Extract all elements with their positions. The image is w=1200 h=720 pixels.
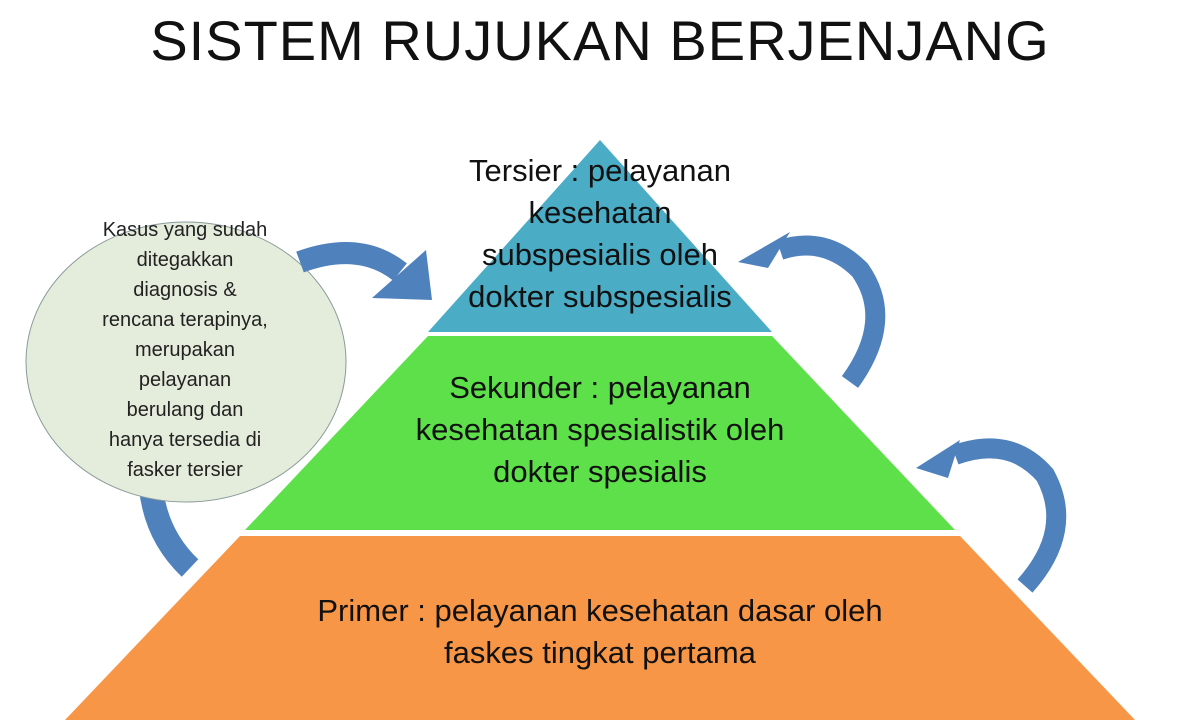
tier-primer [65,536,1135,720]
note-ellipse [25,221,347,503]
arrow-sekunder-to-tersier [738,232,886,388]
text-line: Sekunder : pelayanan [449,370,751,405]
text-line: dokter spesialis [493,454,707,489]
text-line: Tersier : pelayanan [469,153,731,188]
text-line: kesehatan [528,195,672,230]
primer-label: Primer : pelayanan kesehatan dasar oleh … [240,590,960,674]
text-line: rencana terapinya, [102,309,268,331]
page-title: SISTEM RUJUKAN BERJENJANG [150,9,1050,72]
text-line: fasker tersier [127,459,243,481]
text-line: diagnosis & [133,279,237,301]
tier-sekunder [245,336,955,530]
note-text: Kasus yang sudah ditegakkan diagnosis & … [60,215,310,485]
arrow-primer-to-sekunder [916,438,1067,593]
text-line: pelayanan [138,369,232,391]
text-line: berulang dan [126,399,244,421]
tersier-label: Tersier : pelayanan kesehatan subspesial… [420,150,780,318]
text-line: Kasus yang sudah [102,219,268,241]
text-line: faskes tingkat pertama [444,635,756,670]
tier-tersier [428,140,772,332]
text-line: Primer : pelayanan kesehatan dasar oleh [317,593,883,628]
text-line: ditegakkan [136,249,234,271]
text-line: kesehatan spesialistik oleh [415,412,785,447]
text-line: dokter subspesialis [468,279,732,314]
text-line: subspesialis oleh [481,237,719,272]
text-line: hanya tersedia di [108,429,262,451]
sekunder-label: Sekunder : pelayanan kesehatan spesialis… [380,367,820,493]
arrow-note-to-tersier [296,242,432,300]
text-line: merupakan [134,339,236,361]
